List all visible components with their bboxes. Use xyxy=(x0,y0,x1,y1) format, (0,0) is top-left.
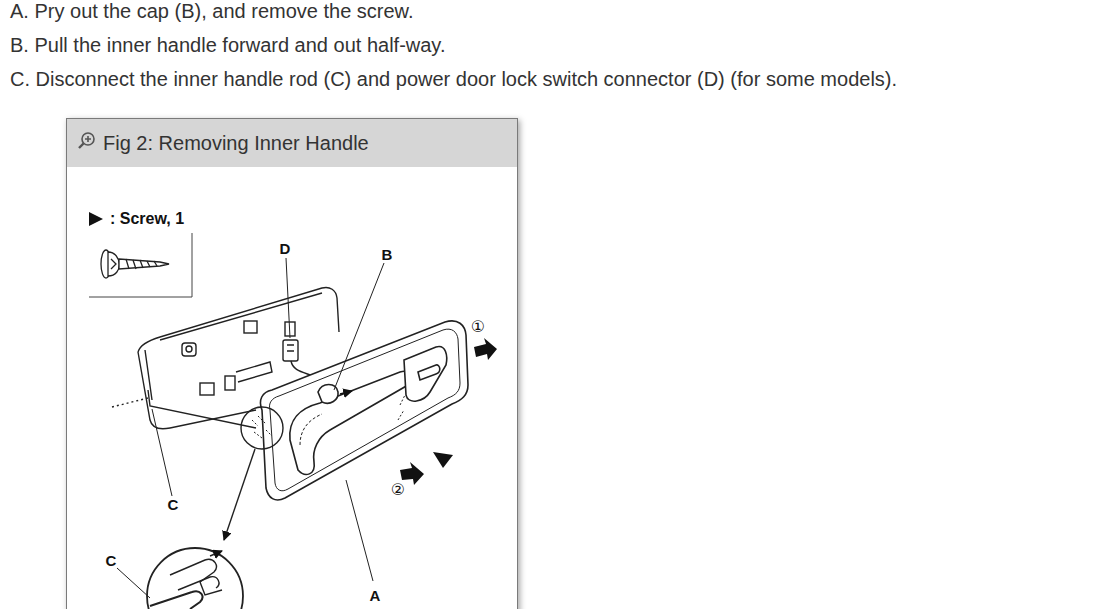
handle-rod xyxy=(112,390,256,428)
instruction-step: A. Pry out the cap (B), and remove the s… xyxy=(10,0,414,22)
detail-inset xyxy=(147,407,283,609)
callout-number: ② xyxy=(391,481,405,499)
figure-panel: Fig 2: Removing Inner Handle xyxy=(66,118,518,609)
legend-frame xyxy=(89,233,192,297)
legend-label: : Screw, 1 xyxy=(110,210,184,228)
callout-number: ① xyxy=(471,318,485,336)
instruction-step: C. Disconnect the inner handle rod (C) a… xyxy=(10,68,897,90)
part-letter: C xyxy=(168,497,179,514)
leader-line xyxy=(117,258,384,598)
zoom-icon xyxy=(79,133,94,148)
pull-arrow xyxy=(340,391,352,394)
screw-symbol xyxy=(101,250,169,278)
part-letter: D xyxy=(280,241,291,258)
part-letter: C xyxy=(106,553,117,570)
part-letter: B xyxy=(382,247,393,264)
figure-title: Fig 2: Removing Inner Handle xyxy=(67,119,517,167)
lock-switch-connector xyxy=(283,340,318,378)
panel-header xyxy=(67,119,517,167)
screw-marker-sample xyxy=(88,211,104,227)
instruction-step: B. Pull the inner handle forward and out… xyxy=(10,34,445,56)
screw-marker xyxy=(433,452,453,468)
legend-entry: : Screw, 1 xyxy=(88,210,184,228)
part-letter: A xyxy=(370,588,381,605)
motion-arrow xyxy=(474,338,497,360)
handle-bezel xyxy=(260,321,468,500)
